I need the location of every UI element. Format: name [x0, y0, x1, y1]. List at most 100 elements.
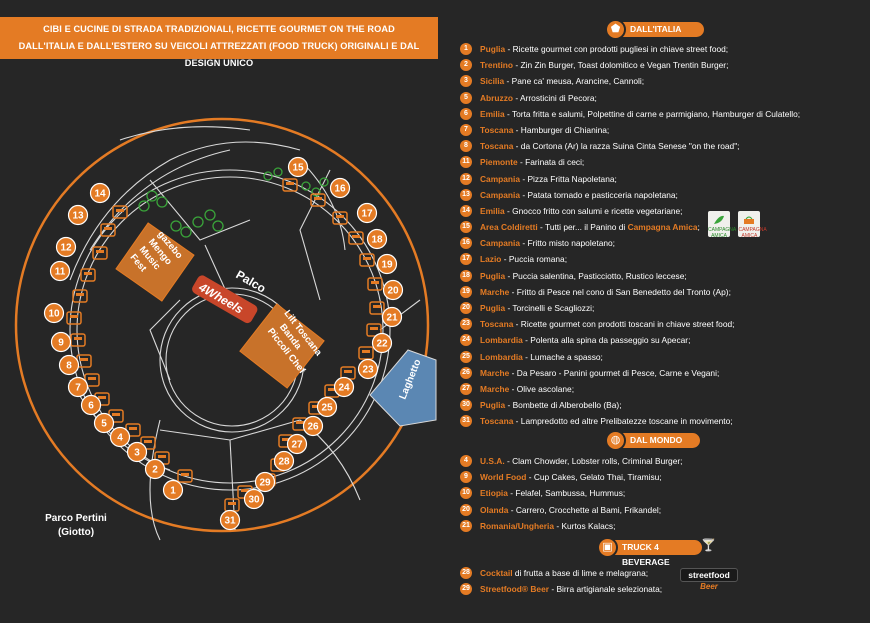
legend-number: 7 [460, 123, 472, 136]
stall-marker-18[interactable]: 18 [366, 228, 388, 250]
legend-text: Etiopia - Felafel, Sambussa, Hummus; [480, 485, 625, 501]
stall-marker-16[interactable]: 16 [329, 177, 351, 199]
stall-marker-number: 14 [94, 189, 106, 200]
legend-description: - Birra artigianale selezionata; [549, 584, 663, 595]
legend-region: Puglia [480, 44, 506, 54]
stall-marker-14[interactable]: 14 [89, 182, 111, 204]
legend-description: - Farinata di ceci; [517, 157, 585, 168]
stall-marker-17[interactable]: 17 [356, 202, 378, 224]
stall-marker-12[interactable]: 12 [55, 236, 77, 258]
food-truck-icon [359, 253, 375, 267]
legend-description: - Felafel, Sambussa, Hummus; [507, 488, 626, 499]
food-truck-icon [72, 289, 88, 303]
stall-marker-number: 8 [66, 361, 72, 372]
legend-number: 30 [460, 399, 472, 412]
stall-marker-number: 19 [381, 260, 393, 271]
legend-text: Toscana - Hamburger di Chianina; [480, 122, 609, 138]
legend-description: - Ricette gourmet con prodotti toscani i… [513, 319, 735, 330]
stall-marker-2[interactable]: 2 [144, 458, 166, 480]
legend-number: 5 [460, 91, 472, 104]
stall-marker-23[interactable]: 23 [357, 358, 379, 380]
stall-marker-number: 28 [278, 457, 290, 468]
stall-marker-5[interactable]: 5 [93, 412, 115, 434]
stall-marker-6[interactable]: 6 [80, 394, 102, 416]
stall-marker-19[interactable]: 19 [376, 253, 398, 275]
legend-text: Marche - Fritto di Pesce nel cono di San… [480, 284, 731, 300]
stall-marker-31[interactable]: 31 [219, 509, 241, 531]
legend-number: 29 [460, 583, 472, 596]
legend-region: Puglia [480, 270, 506, 281]
stall-marker-13[interactable]: 13 [67, 204, 89, 226]
legend-text: World Food - Cup Cakes, Gelato Thai, Tir… [480, 469, 662, 485]
stall-marker-15[interactable]: 15 [287, 156, 309, 178]
legend-text: Marche - Da Pesaro - Panini gourmet di P… [480, 365, 719, 381]
legend-text: Lombardia - Polenta alla spina da passeg… [480, 332, 690, 348]
stall-marker-9[interactable]: 9 [50, 331, 72, 353]
header-banner: CIBI E CUCINE DI STRADA TRADIZIONALI, RI… [0, 17, 438, 68]
stall-marker-number: 5 [101, 419, 107, 430]
stall-marker-3[interactable]: 3 [126, 441, 148, 463]
legend-number: 2 [460, 59, 472, 72]
legend-description: - Fritto di Pesce nel cono di San Benede… [509, 286, 731, 297]
legend-description: - Torta fritta e salumi, Polpettine di c… [504, 108, 801, 119]
stall-marker-27[interactable]: 27 [286, 433, 308, 455]
stall-marker-11[interactable]: 11 [49, 260, 71, 282]
stall-marker-8[interactable]: 8 [58, 354, 80, 376]
stall-marker-21[interactable]: 21 [381, 306, 403, 328]
stall-marker-29[interactable]: 29 [254, 471, 276, 493]
legend-text: Puglia - Ricette gourmet con prodotti pu… [480, 41, 728, 57]
stall-marker-20[interactable]: 20 [382, 279, 404, 301]
legend-description: - Hamburger di Chianina; [513, 124, 610, 135]
legend-description: - da Cortona (Ar) la razza Suina Cinta S… [513, 141, 740, 152]
gazebo[interactable] [115, 222, 195, 302]
food-truck-icon [224, 498, 240, 512]
legend-text: Campania - Pizza Fritta Napoletana; [480, 171, 617, 187]
legend-text: Campania - Fritto misto napoletano; [480, 235, 615, 251]
legend-description: - Ricette gourmet con prodotti pugliesi … [505, 44, 729, 54]
food-truck-icon [100, 223, 116, 237]
legend-region: Toscana [480, 416, 514, 427]
legend-number: 23 [460, 318, 472, 331]
legend-number: 17 [460, 253, 472, 266]
legend-region: Toscana [480, 141, 514, 152]
legend-text: Area Coldiretti - Tutti per... il Panino… [480, 219, 700, 235]
stall-marker-26[interactable]: 26 [302, 415, 324, 437]
stall-marker-7[interactable]: 7 [67, 376, 89, 398]
stall-marker-22[interactable]: 22 [371, 332, 393, 354]
stall-marker-4[interactable]: 4 [109, 426, 131, 448]
legend-number: 19 [460, 285, 472, 298]
legend-number: 11 [460, 156, 472, 169]
legend-tail: ; [697, 222, 700, 233]
legend-number: 8 [460, 140, 472, 153]
park-boundary [14, 117, 430, 533]
park-map[interactable]: Laghetto gazebo Mengo Music Fest Palco 4… [0, 0, 440, 623]
stall-marker-24[interactable]: 24 [333, 376, 355, 398]
legend-region: Cocktail [480, 568, 513, 578]
stall-marker-25[interactable]: 25 [316, 396, 338, 418]
stall-marker-1[interactable]: 1 [162, 479, 184, 501]
legend-region: Puglia [480, 303, 506, 313]
legend-region: Campania [480, 189, 521, 200]
section-mondo-header: ◍ DAL MONDO [605, 430, 700, 451]
stall-marker-30[interactable]: 30 [243, 488, 265, 510]
streetfood-beer-logo: streetfood Beer [680, 568, 738, 596]
lilt-area[interactable] [239, 303, 325, 389]
legend-number: 31 [460, 415, 472, 428]
stall-marker-number: 29 [259, 478, 271, 489]
legend-region: Toscana [480, 124, 514, 135]
legend-description: - Tutti per... il Panino di [537, 222, 628, 233]
stall-marker-28[interactable]: 28 [273, 450, 295, 472]
stall-marker-10[interactable]: 10 [43, 302, 65, 324]
legend-region: Romania/Ungheria [480, 520, 554, 531]
legend-text: Piemonte - Farinata di ceci; [480, 154, 584, 170]
legend-number: 12 [460, 172, 472, 185]
legend-number: 26 [460, 366, 472, 379]
stall-markers[interactable]: 1234567891011121314151617181920212223242… [43, 156, 404, 531]
legend-region: Marche [480, 367, 510, 378]
legend-region: Campania [480, 238, 521, 249]
stall-marker-number: 11 [55, 267, 66, 278]
legend-description: - Gnocco fritto con salumi e ricette veg… [504, 205, 683, 216]
legend-text: Cocktail di frutta a base di lime e mela… [480, 565, 648, 581]
legend-number: 21 [460, 519, 472, 532]
legend-description: - Lampredotto ed altre Prelibatezze tosc… [513, 416, 733, 427]
